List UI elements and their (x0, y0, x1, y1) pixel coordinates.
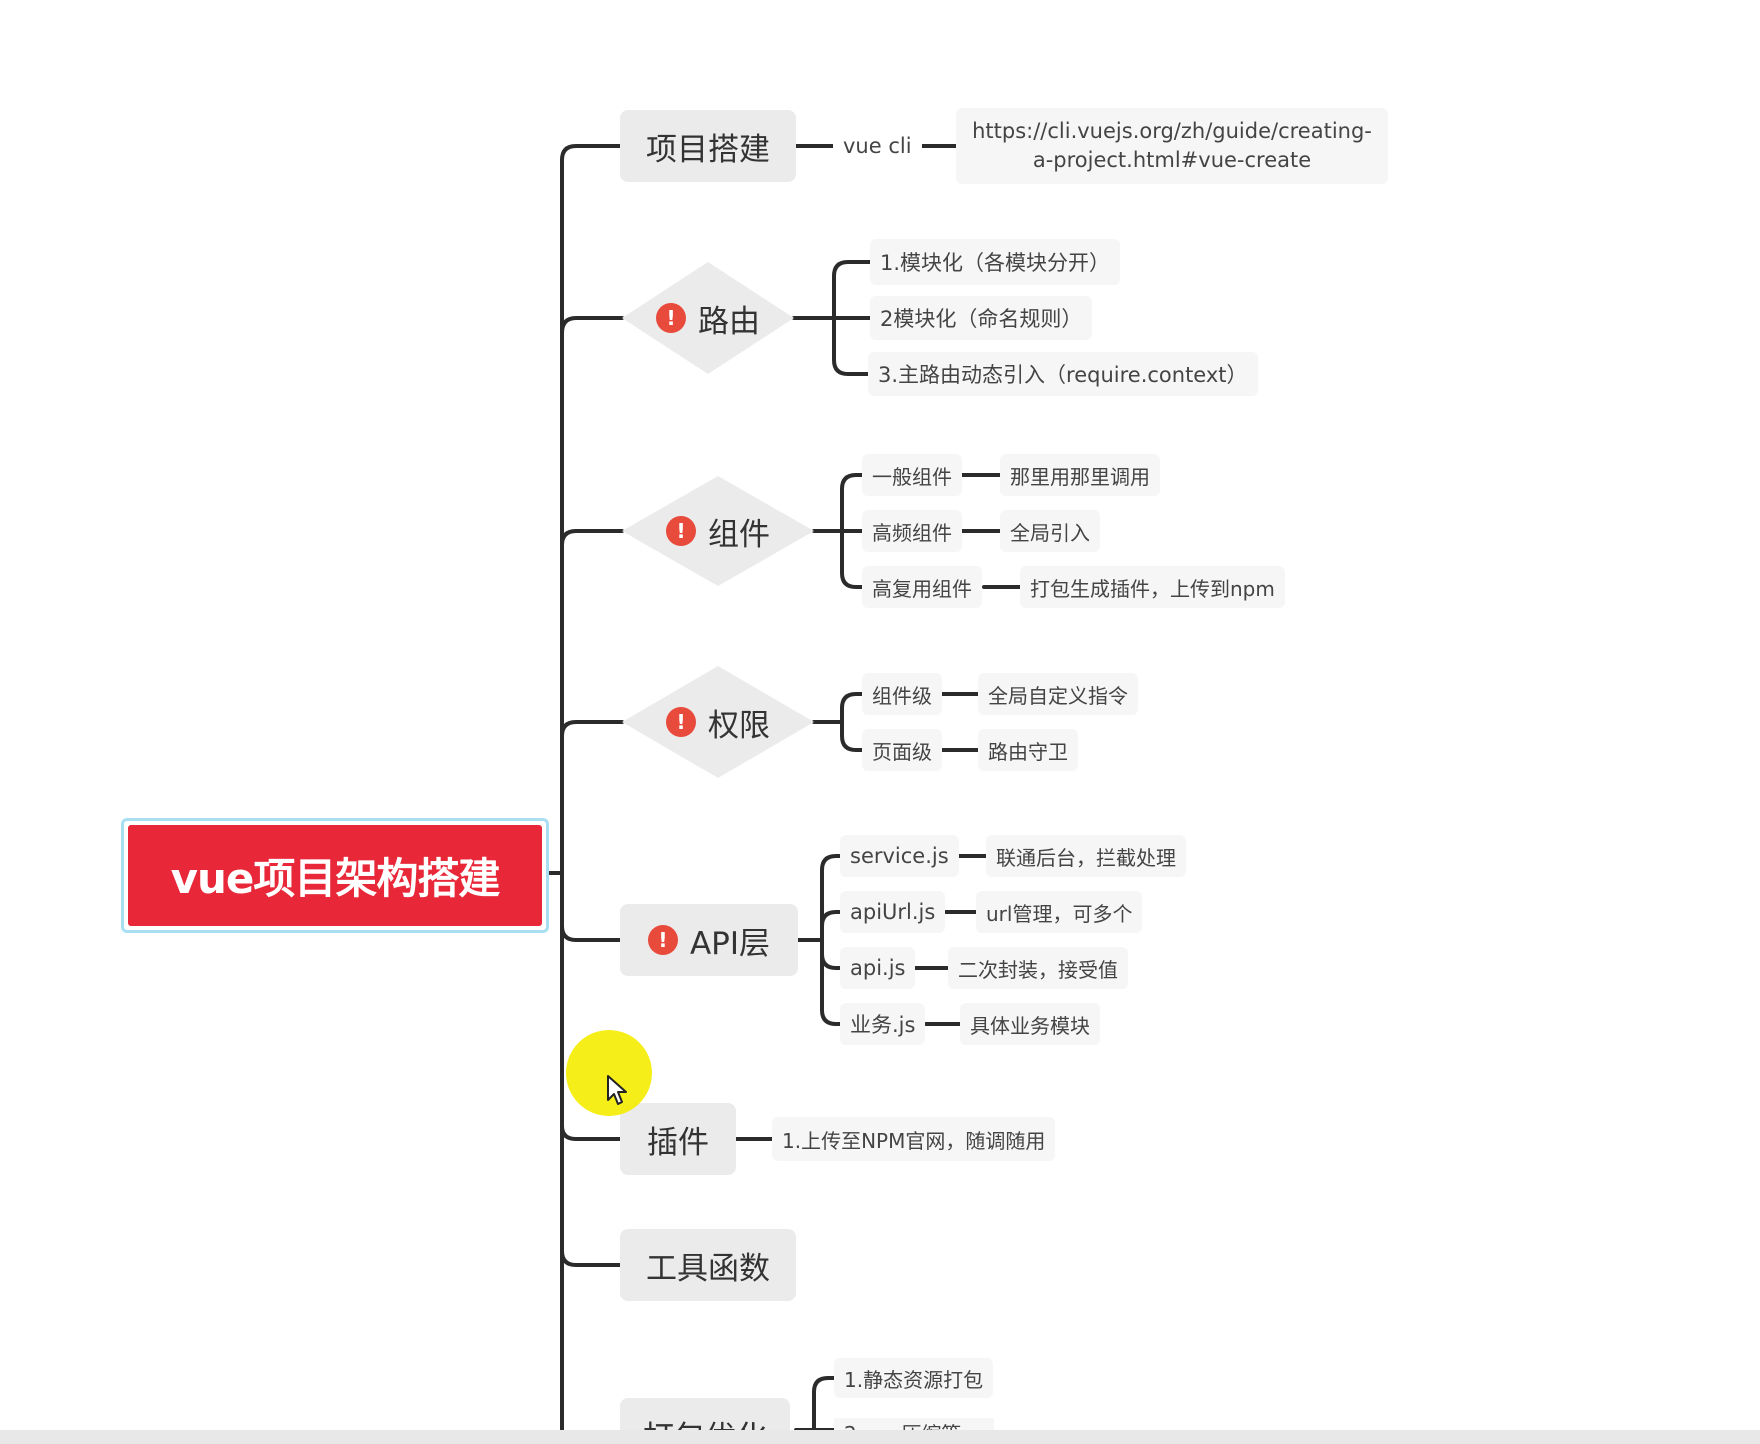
node-tools[interactable]: 工具函数 (620, 1229, 796, 1301)
node-api-layer-label: API层 (689, 925, 771, 962)
mouse-pointer-icon (607, 1075, 627, 1105)
node-component-label: 组件 (708, 516, 770, 553)
leaf-component-reuse[interactable]: 高复用组件 (862, 566, 982, 608)
leaf-component-general-note[interactable]: 那里用那里调用 (1000, 454, 1160, 496)
leaf-router-2[interactable]: 2模块化（命名规则） (870, 296, 1093, 340)
leaf-permission-component-note[interactable]: 全局自定义指令 (978, 673, 1138, 715)
cursor-highlight (566, 1030, 652, 1116)
leaf-api-service-note[interactable]: 联通后台，拦截处理 (986, 835, 1186, 877)
node-router[interactable]: ! 路由 (622, 262, 794, 374)
leaf-api-business[interactable]: 业务.js (840, 1003, 926, 1045)
leaf-api-url-note[interactable]: url管理，可多个 (976, 891, 1143, 933)
leaf-permission-component[interactable]: 组件级 (862, 673, 942, 715)
leaf-pack-1[interactable]: 1.静态资源打包 (834, 1358, 994, 1398)
node-pack[interactable]: 打包优化 (620, 1398, 790, 1430)
alert-icon: ! (666, 707, 696, 737)
alert-icon: ! (656, 303, 686, 333)
leaf-api-url[interactable]: apiUrl.js (840, 891, 946, 933)
alert-icon: ! (647, 925, 678, 955)
leaf-component-general[interactable]: 一般组件 (862, 454, 962, 496)
leaf-vue-cli[interactable]: vue cli (833, 127, 922, 165)
leaf-api-js-note[interactable]: 二次封装，接受值 (948, 947, 1128, 989)
leaf-api-business-note[interactable]: 具体业务模块 (960, 1003, 1100, 1045)
node-component[interactable]: ! 组件 (622, 476, 814, 586)
node-permission[interactable]: ! 权限 (622, 666, 814, 778)
leaf-vue-cli-link[interactable]: https://cli.vuejs.org/zh/guide/creating-… (956, 108, 1388, 184)
alert-icon: ! (666, 516, 696, 546)
leaf-plugin-note[interactable]: 1.上传至NPM官网，随调随用 (772, 1117, 1056, 1161)
leaf-api-js[interactable]: api.js (840, 947, 916, 989)
leaf-component-frequent[interactable]: 高频组件 (862, 510, 962, 552)
node-plugin[interactable]: 插件 (620, 1103, 736, 1175)
bottom-scrollbar[interactable] (0, 1430, 1760, 1444)
leaf-api-service[interactable]: service.js (840, 835, 959, 877)
node-api-layer[interactable]: ! API层 (620, 904, 798, 976)
leaf-router-3[interactable]: 3.主路由动态引入（require.context） (868, 352, 1258, 396)
leaf-pack-2[interactable]: 2.......压缩等 (834, 1418, 994, 1430)
leaf-permission-page[interactable]: 页面级 (862, 729, 942, 771)
leaf-pack-2-clip: 2.......压缩等 (834, 1418, 994, 1430)
leaf-component-frequent-note[interactable]: 全局引入 (1000, 510, 1100, 552)
node-router-label: 路由 (698, 303, 760, 340)
node-pack-clip: 打包优化 (620, 1398, 790, 1430)
leaf-router-1[interactable]: 1.模块化（各模块分开） (870, 239, 1121, 285)
node-permission-label: 权限 (708, 707, 770, 744)
root-label: vue项目架构搭建 (128, 825, 542, 926)
root-node[interactable]: vue项目架构搭建 (121, 818, 549, 933)
leaf-permission-page-note[interactable]: 路由守卫 (978, 729, 1078, 771)
leaf-component-reuse-note[interactable]: 打包生成插件，上传到npm (1020, 566, 1285, 608)
node-project-setup[interactable]: 项目搭建 (620, 110, 796, 182)
